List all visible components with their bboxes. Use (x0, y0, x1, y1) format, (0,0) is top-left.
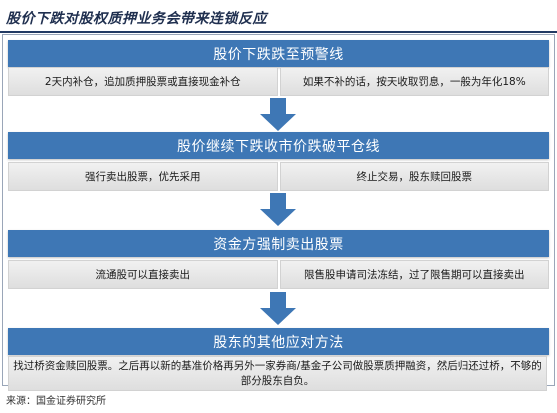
step-2-option-a: 强行卖出股票，优先采用 (8, 162, 278, 191)
step-1-row: 2天内补仓，追加质押股票或直接现金补仓 如果不补的话，按天收取罚息，一般为年化1… (8, 67, 549, 96)
step-4-option: 找过桥资金赎回股票。之后再以新的基准价格再另外一家券商/基金子公司做股票质押融资… (8, 356, 547, 391)
step-2-option-b: 终止交易，股东赎回股票 (279, 162, 549, 191)
title-divider (0, 31, 557, 33)
arrow-down-icon (260, 292, 296, 325)
step-4-header: 股东的其他应对方法 (8, 328, 549, 355)
step-1-header: 股价下跌跌至预警线 (8, 40, 549, 67)
step-1-option-a: 2天内补仓，追加质押股票或直接现金补仓 (8, 67, 278, 96)
step-3-header: 资金方强制卖出股票 (8, 230, 549, 257)
arrow-down-icon (260, 193, 296, 226)
step-4-row: 找过桥资金赎回股票。之后再以新的基准价格再另外一家券商/基金子公司做股票质押融资… (8, 356, 549, 391)
step-3-option-a: 流通股可以直接卖出 (8, 260, 278, 289)
step-3-row: 流通股可以直接卖出 限售股申请司法冻结，过了限售期可以直接卖出 (8, 260, 549, 289)
source-note: 来源：国金证券研究所 (6, 396, 106, 407)
step-2-row: 强行卖出股票，优先采用 终止交易，股东赎回股票 (8, 162, 549, 191)
step-1-option-b: 如果不补的话，按天收取罚息，一般为年化18% (279, 67, 549, 96)
arrow-down-icon (260, 98, 296, 131)
page-title: 股价下跌对股权质押业务会带来连锁反应 (6, 11, 267, 27)
step-2-header: 股价继续下跌收市价跌破平仓线 (8, 132, 549, 159)
step-3-option-b: 限售股申请司法冻结，过了限售期可以直接卖出 (279, 260, 549, 289)
